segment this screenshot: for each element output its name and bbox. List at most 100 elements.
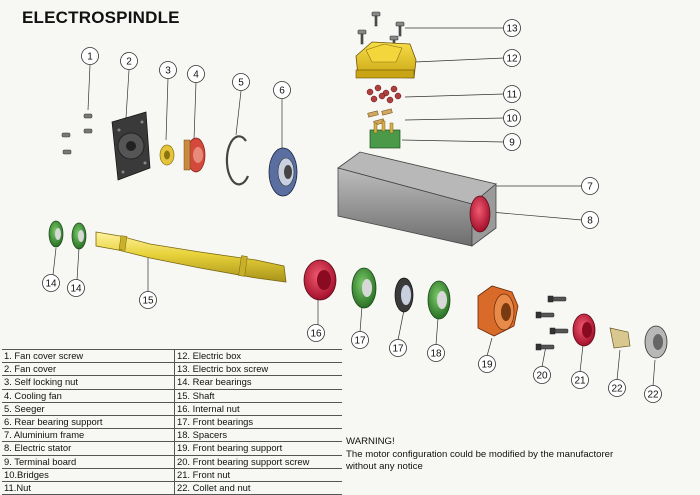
legend-item: 21. Front nut [174, 468, 342, 483]
callout-number: 22 [611, 384, 623, 395]
callout-16: 16 [307, 324, 325, 342]
electric-stator [469, 195, 491, 233]
callout-12: 12 [503, 49, 521, 67]
warning-heading: WARNING! [346, 436, 395, 447]
legend-item: 9. Terminal board [2, 455, 175, 469]
rear-bearing-1 [48, 220, 64, 248]
callout-number: 14 [70, 284, 82, 295]
callout-number: 3 [165, 66, 171, 77]
legend-item: 1. Fan cover screw [2, 348, 175, 364]
legend-item: 11.Nut [2, 481, 175, 495]
legend-item: 15. Shaft [174, 389, 342, 403]
page-title: ELECTROSPINDLE [22, 8, 180, 27]
callout-number: 18 [430, 349, 442, 360]
fan-cover-screws [61, 113, 93, 155]
callout-17: 17 [351, 331, 369, 349]
legend-item: 14. Rear bearings [174, 375, 342, 390]
terminal-board [369, 120, 401, 149]
cooling-fan [183, 137, 206, 173]
legend-item: 5. Seeger [2, 402, 175, 417]
callout-number: 11 [507, 90, 518, 101]
warning-text: The motor configuration could be modifie… [346, 448, 614, 473]
callout-number: 6 [279, 86, 285, 97]
callout-14: 14 [67, 279, 85, 297]
callout-number: 5 [238, 78, 244, 89]
callout-number: 12 [506, 54, 518, 65]
callout-5: 5 [232, 73, 250, 91]
callout-number: 7 [587, 182, 593, 193]
front-nut [572, 313, 596, 347]
callout-number: 8 [587, 216, 593, 227]
front-bearing-1 [351, 267, 377, 309]
electrospindle-exploded-view: ELECTROSPINDLE [2, 8, 668, 495]
callout-number: 22 [647, 390, 659, 401]
rear-bearing-2 [71, 222, 87, 250]
callout-21: 21 [571, 371, 589, 389]
internal-nut [303, 259, 337, 301]
aluminium-frame [337, 151, 497, 247]
callout-number: 13 [506, 24, 518, 35]
front-bearing-2 [427, 280, 451, 320]
callout-22: 22 [608, 379, 626, 397]
bridges [367, 108, 393, 126]
callout-number: 1 [87, 52, 93, 63]
legend-item: 16. Internal nut [174, 402, 342, 417]
legend-item: 22. Collet and nut [174, 481, 342, 495]
self-locking-nut [159, 144, 175, 166]
legend-item: 19. Front bearing support [174, 441, 342, 456]
callout-number: 16 [310, 329, 322, 340]
electric-box-screws [357, 11, 405, 49]
seeger-ring [225, 135, 250, 186]
legend-item: 20. Front bearing support screw [174, 455, 342, 469]
legend-item: 17. Front bearings [174, 415, 342, 430]
legend-item: 7. Aluminium frame [2, 428, 175, 443]
exploded-diagram: 1234561312111097814141516171718192021222… [42, 11, 668, 403]
callout-1: 1 [81, 47, 99, 65]
callout-number: 2 [126, 57, 132, 68]
fan-cover [111, 111, 151, 181]
electric-box [355, 41, 417, 79]
legend-item: 10.Bridges [2, 468, 175, 483]
legend-item: 13. Electric box screw [174, 362, 342, 377]
collet-nut [644, 325, 668, 359]
spacer [394, 277, 414, 313]
callout-17: 17 [389, 339, 407, 357]
callout-13: 13 [503, 19, 521, 37]
callout-10: 10 [503, 109, 521, 127]
warning-notice: WARNING! The motor configuration could b… [346, 436, 646, 474]
callout-number: 14 [45, 279, 57, 290]
callout-7: 7 [581, 177, 599, 195]
callout-4: 4 [187, 65, 205, 83]
callout-number: 17 [354, 336, 366, 347]
callout-22: 22 [644, 385, 662, 403]
legend-item: 2. Fan cover [2, 362, 175, 377]
callout-number: 10 [506, 114, 518, 125]
callout-20: 20 [533, 366, 551, 384]
callout-3: 3 [159, 61, 177, 79]
callout-8: 8 [581, 211, 599, 229]
callout-number: 19 [481, 360, 493, 371]
legend-item: 6. Rear bearing support [2, 415, 175, 430]
legend-item: 18. Spacers [174, 428, 342, 443]
callout-9: 9 [503, 133, 521, 151]
legend-item: 3. Self locking nut [2, 375, 175, 390]
callout-11: 11 [503, 85, 521, 103]
callout-2: 2 [120, 52, 138, 70]
collet [609, 327, 631, 349]
callout-number: 17 [392, 344, 404, 355]
legend-item: 8. Electric stator [2, 441, 175, 456]
front-bearing-support-screws [535, 295, 569, 351]
